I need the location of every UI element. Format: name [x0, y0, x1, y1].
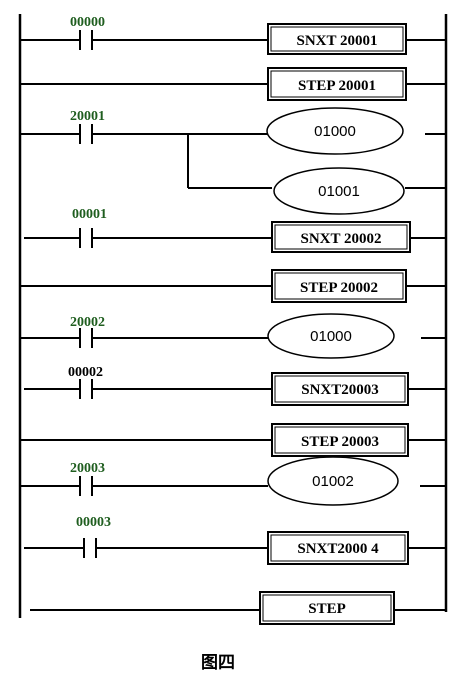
instruction-label: SNXT 20002: [301, 231, 382, 247]
instruction-box: [267, 23, 407, 55]
contact-label: 00001: [72, 207, 107, 222]
instruction-label: STEP 20002: [300, 280, 378, 296]
rung-11: STEP: [30, 591, 446, 625]
rung-10: 00003 SNXT2000 4: [24, 515, 446, 565]
instruction-box: [271, 423, 409, 457]
coil-label: 01002: [312, 473, 354, 490]
rung-2: STEP 20001: [20, 67, 446, 101]
contact-label: 00003: [76, 515, 111, 530]
rung-8: STEP 20003: [20, 423, 446, 457]
rung-4: 00001 SNXT 20002: [24, 207, 446, 253]
instruction-label: SNXT 20001: [297, 33, 378, 49]
coil-label: 01001: [318, 183, 360, 200]
rung-9: 20003 01002: [20, 456, 446, 506]
figure-caption: 图四: [201, 653, 235, 673]
instruction-label: STEP: [308, 601, 346, 617]
contact-label: 00000: [70, 15, 105, 30]
instruction-box: [271, 221, 411, 253]
output-coil: [267, 313, 395, 359]
rung-6: 20002 01000: [20, 313, 446, 359]
instruction-label: SNXT20003: [301, 382, 379, 398]
output-coil: [273, 167, 405, 215]
contact-label: 20001: [70, 109, 105, 124]
instruction-label: STEP 20001: [298, 78, 376, 94]
contact-label: 20002: [70, 315, 105, 330]
rung-3: 20001 01000 01001: [20, 107, 446, 215]
contact-label: 00002: [68, 365, 103, 380]
rung-7: 00002 SNXT20003: [24, 365, 446, 406]
coil-label: 01000: [310, 328, 352, 345]
instruction-box: [259, 591, 395, 625]
contact-label: 20003: [70, 461, 105, 476]
instruction-label: STEP 20003: [301, 434, 379, 450]
instruction-label: SNXT2000 4: [297, 541, 379, 557]
output-coil: [267, 456, 399, 506]
coil-label: 01000: [314, 123, 356, 140]
rung-1: 00000 SNXT 20001: [20, 15, 446, 55]
output-coil: [266, 107, 404, 155]
instruction-box: [267, 67, 407, 101]
instruction-box: [267, 531, 409, 565]
rung-5: STEP 20002: [20, 269, 446, 303]
